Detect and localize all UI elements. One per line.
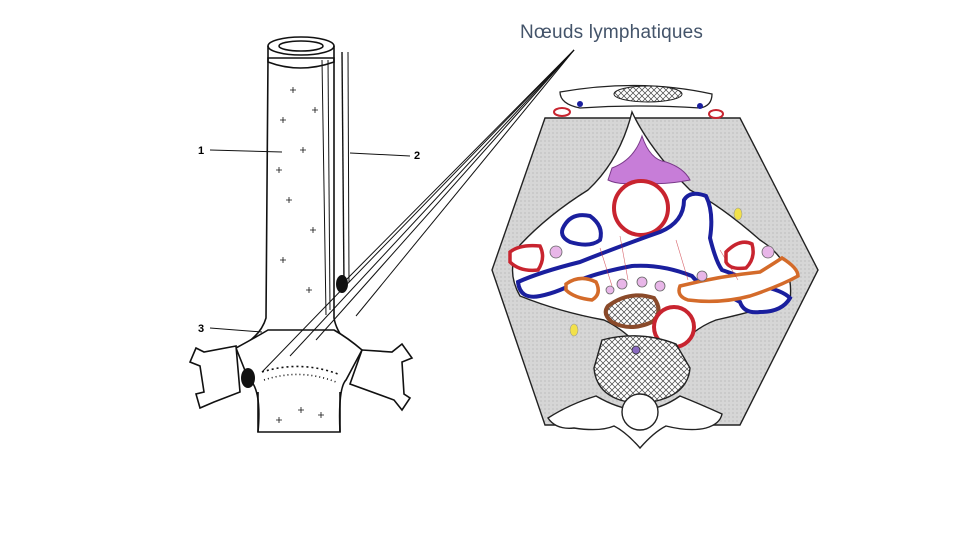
lymph-node-bronchial [241, 368, 255, 388]
internal-thoracic-artery-right [553, 107, 571, 117]
lymph-nodes [549, 245, 775, 295]
superior-vena-cava [560, 213, 603, 247]
thoracic-duct [631, 345, 641, 355]
bronchus-right [564, 276, 600, 302]
trachea-drawing [188, 36, 414, 433]
figure-label-2: 2 [414, 150, 420, 162]
figure-label-1: 1 [198, 145, 204, 157]
internal-thoracic-artery-left [708, 109, 724, 119]
esophagus [603, 293, 661, 329]
spinal-canal [621, 393, 659, 431]
internal-thoracic-vein-left [697, 103, 703, 109]
pulmonary-artery-left [724, 240, 755, 271]
sternum-hatched [613, 85, 683, 103]
section-pointer-lines [599, 235, 739, 287]
bronchus-left [677, 255, 800, 304]
ascending-aorta [612, 179, 670, 237]
slide-title: Nœuds lymphatiques [520, 22, 704, 43]
figure-label-3: 3 [198, 323, 204, 335]
pointer-lines [261, 49, 575, 373]
pulmonary-artery-right [508, 243, 545, 273]
vertebral-body [593, 335, 691, 404]
internal-thoracic-vein-right [577, 101, 583, 107]
